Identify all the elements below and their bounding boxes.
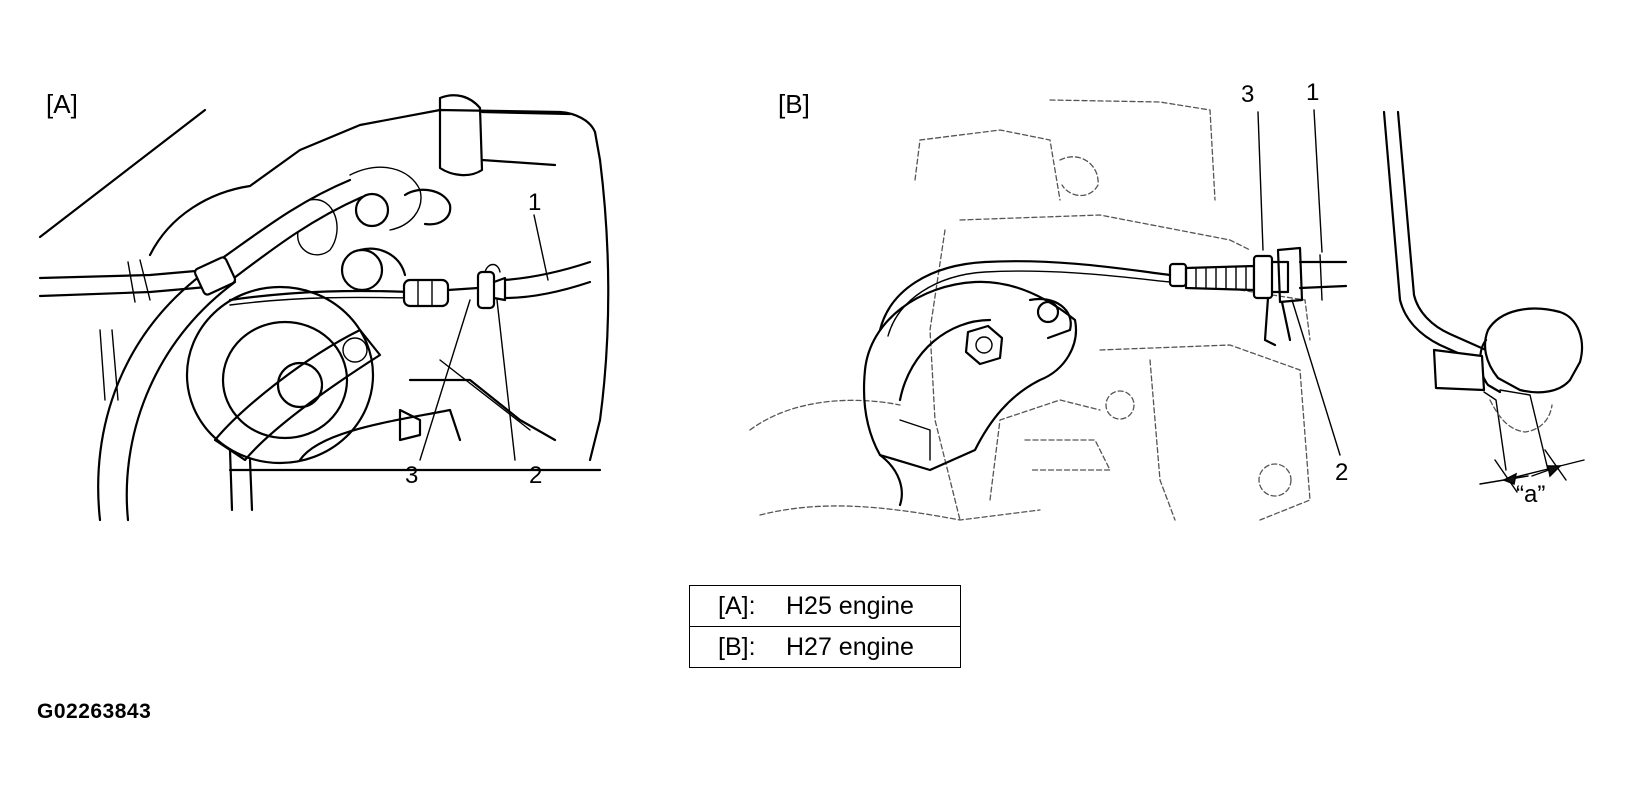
pedal-free-play-inset: “a” xyxy=(1382,110,1585,508)
panel-b-callout-nut: 3 xyxy=(1241,81,1254,108)
panel-b-tag: [B] xyxy=(778,89,810,119)
panel-a-callout-cable: 1 xyxy=(528,189,541,216)
panel-a-callout-nut: 3 xyxy=(405,462,418,489)
legend-value: H27 engine xyxy=(786,632,914,661)
legend-cell: [A]: H25 engine xyxy=(689,585,961,627)
panel-a-illustration: [A] xyxy=(38,89,610,522)
legend-row: [B]: H27 engine xyxy=(689,626,961,668)
engine-legend: [A]: H25 engine [B]: H27 engine xyxy=(689,585,961,668)
panel-b-callout-cable: 1 xyxy=(1306,79,1319,106)
panel-b-callout-clamp: 2 xyxy=(1335,459,1348,486)
legend-value: H25 engine xyxy=(786,591,914,620)
panel-a-callout-clamp: 2 xyxy=(529,462,542,489)
free-play-dimension-label: “a” xyxy=(1516,481,1545,508)
figure-id: G02263843 xyxy=(37,700,152,723)
panel-a-tag: [A] xyxy=(46,89,78,119)
legend-row: [A]: H25 engine xyxy=(689,585,961,627)
legend-cell: [B]: H27 engine xyxy=(689,626,961,668)
panel-b-illustration: [B] xyxy=(749,79,1348,521)
legend-key: [A]: xyxy=(718,591,756,620)
legend-key: [B]: xyxy=(718,632,756,661)
